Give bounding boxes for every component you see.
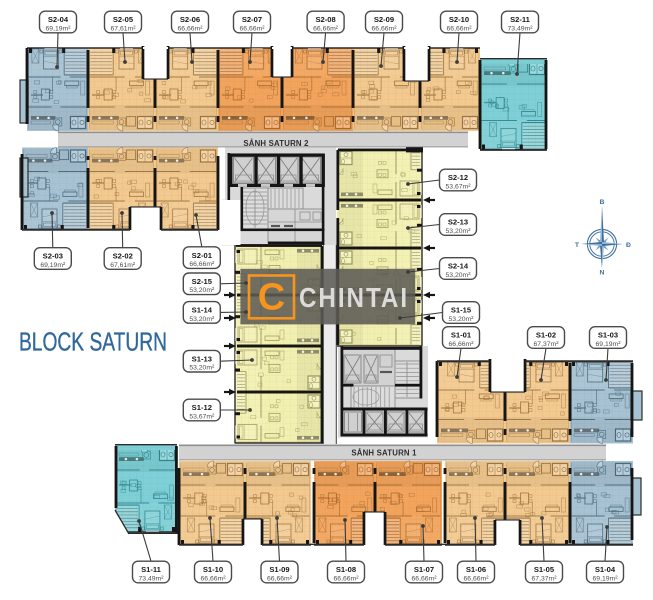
svg-text:66,66m²: 66,66m² — [412, 575, 438, 582]
svg-text:S1-04: S1-04 — [595, 565, 616, 574]
svg-text:66,66m²: 66,66m² — [178, 25, 204, 32]
svg-text:S1-13: S1-13 — [192, 354, 212, 363]
svg-text:66,66m²: 66,66m² — [372, 25, 398, 32]
svg-text:S2-06: S2-06 — [180, 15, 200, 24]
svg-text:Đ: Đ — [626, 242, 631, 249]
svg-text:S1-12: S1-12 — [192, 403, 212, 412]
svg-text:69,19m²: 69,19m² — [593, 575, 619, 582]
svg-text:67,37m²: 67,37m² — [534, 341, 560, 348]
svg-text:S1-10: S1-10 — [203, 565, 223, 574]
svg-text:N: N — [600, 270, 605, 277]
svg-text:67,37m²: 67,37m² — [532, 575, 558, 582]
svg-text:S1-15: S1-15 — [451, 306, 472, 315]
svg-text:S1-01: S1-01 — [451, 331, 472, 340]
svg-text:S2-12: S2-12 — [448, 173, 468, 182]
svg-text:S2-04: S2-04 — [48, 15, 69, 24]
svg-text:69,19m²: 69,19m² — [596, 341, 622, 348]
svg-text:S2-09: S2-09 — [374, 15, 394, 24]
svg-text:67,61m²: 67,61m² — [111, 25, 137, 32]
svg-text:53,20m²: 53,20m² — [189, 316, 215, 323]
svg-text:53,20m²: 53,20m² — [189, 365, 215, 372]
svg-text:53,20m²: 53,20m² — [189, 287, 215, 294]
svg-text:66,66m²: 66,66m² — [447, 25, 473, 32]
svg-text:66,66m²: 66,66m² — [240, 25, 266, 32]
svg-text:69,19m²: 69,19m² — [40, 262, 66, 269]
svg-text:73,49m²: 73,49m² — [139, 575, 165, 582]
svg-text:S1-07: S1-07 — [414, 565, 434, 574]
svg-text:67,61m²: 67,61m² — [110, 262, 136, 269]
svg-text:S1-08: S1-08 — [336, 565, 356, 574]
svg-text:66,66m²: 66,66m² — [201, 575, 227, 582]
svg-text:66,66m²: 66,66m² — [313, 25, 339, 32]
svg-text:S1-02: S1-02 — [536, 331, 556, 340]
svg-text:53,20m²: 53,20m² — [446, 272, 472, 279]
svg-text:69,19m²: 69,19m² — [46, 25, 72, 32]
svg-text:53,67m²: 53,67m² — [446, 183, 472, 190]
svg-text:S2-13: S2-13 — [448, 218, 468, 227]
svg-text:S1-14: S1-14 — [192, 306, 213, 315]
svg-text:CHINTAI: CHINTAI — [299, 282, 409, 313]
svg-text:66,66m²: 66,66m² — [334, 575, 360, 582]
svg-text:S1-11: S1-11 — [141, 565, 162, 574]
svg-text:T: T — [575, 242, 580, 249]
svg-text:S2-05: S2-05 — [113, 15, 134, 24]
svg-text:SẢNH SATURN 1: SẢNH SATURN 1 — [351, 448, 417, 457]
svg-text:S1-06: S1-06 — [466, 565, 486, 574]
svg-text:S1-05: S1-05 — [534, 565, 555, 574]
svg-text:66,66m²: 66,66m² — [189, 261, 215, 268]
svg-text:66,66m²: 66,66m² — [464, 575, 490, 582]
svg-text:53,20m²: 53,20m² — [449, 316, 475, 323]
svg-text:S2-02: S2-02 — [113, 252, 133, 261]
svg-text:SẢNH SATURN 2: SẢNH SATURN 2 — [243, 139, 309, 148]
svg-text:S2-08: S2-08 — [315, 15, 335, 24]
svg-text:73,49m²: 73,49m² — [508, 25, 534, 32]
svg-text:S2-03: S2-03 — [43, 252, 63, 261]
svg-text:S1-03: S1-03 — [598, 331, 618, 340]
svg-text:66,66m²: 66,66m² — [267, 575, 293, 582]
svg-text:S2-10: S2-10 — [449, 15, 469, 24]
svg-text:B: B — [600, 199, 605, 206]
svg-text:S1-09: S1-09 — [269, 565, 289, 574]
svg-text:C: C — [258, 277, 285, 319]
svg-text:53,67m²: 53,67m² — [189, 413, 215, 420]
svg-text:S2-07: S2-07 — [242, 15, 262, 24]
svg-text:S2-11: S2-11 — [510, 15, 531, 24]
svg-text:BLOCK SATURN: BLOCK SATURN — [19, 329, 167, 357]
svg-text:53,20m²: 53,20m² — [446, 228, 472, 235]
svg-text:66,66m²: 66,66m² — [449, 341, 475, 348]
svg-text:S2-01: S2-01 — [192, 251, 213, 260]
svg-text:S2-15: S2-15 — [192, 277, 213, 286]
svg-text:S2-14: S2-14 — [448, 262, 469, 271]
